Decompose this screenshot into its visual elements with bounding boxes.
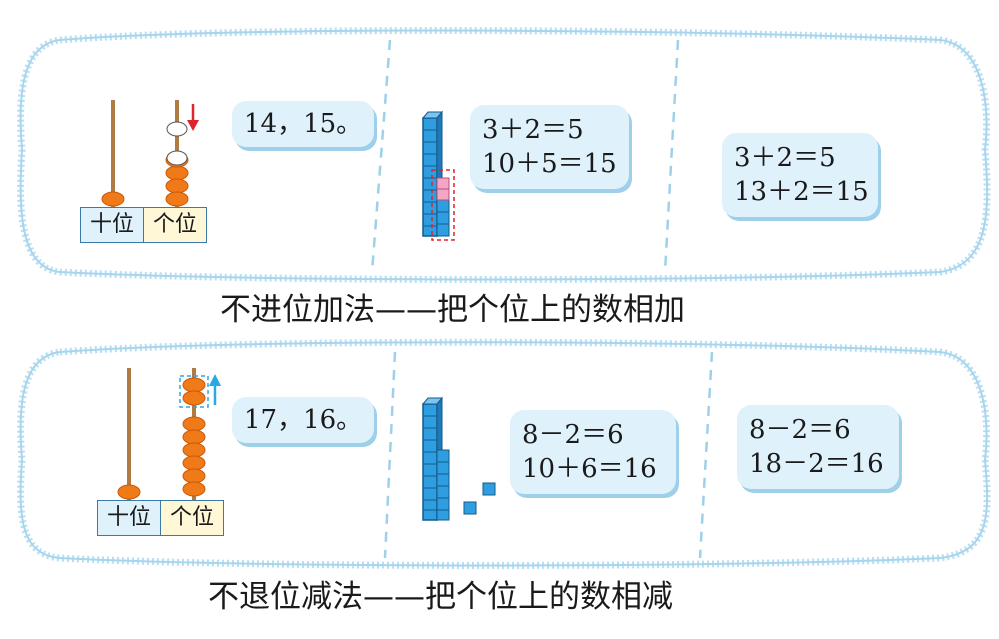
divider-1: [370, 39, 392, 273]
equation: 10＋5＝15: [482, 149, 617, 179]
highlight-dashed: [179, 375, 209, 408]
equation: 8－2＝6: [522, 420, 624, 450]
direct-equations-addition: 3＋2＝5 13＋2＝15: [722, 133, 878, 217]
abacus-addition: [101, 100, 199, 208]
bead: [182, 481, 206, 497]
direct-equations-subtraction: 8－2＝6 18－2＝16: [737, 405, 899, 489]
empty-bead: [166, 121, 188, 137]
bead: [182, 429, 206, 445]
bead: [182, 468, 206, 484]
blocks-subtraction: [421, 396, 496, 522]
bead: [182, 455, 206, 471]
blocks-addition: [421, 110, 455, 241]
unit-cube: [482, 482, 496, 496]
ones-label: 个位: [144, 208, 206, 242]
place-value-label-subtraction: 十位 个位: [97, 500, 224, 536]
blocks-equations-addition: 3＋2＝5 10＋5＝15: [470, 105, 629, 189]
equation: 10＋6＝16: [522, 454, 657, 484]
up-arrow-icon: [209, 374, 221, 405]
divider-3: [383, 351, 397, 559]
bead: [182, 416, 206, 432]
unit-cube: [463, 501, 477, 515]
blocks-equations-subtraction: 8－2＝6 10＋6＝16: [510, 410, 676, 494]
bead: [182, 390, 206, 406]
place-value-label-addition: 十位 个位: [80, 207, 207, 243]
equation: 13＋2＝15: [734, 177, 869, 207]
equation: 18－2＝16: [749, 449, 884, 479]
bead: [165, 191, 189, 207]
divider-2: [663, 39, 680, 273]
ones-label: 个位: [161, 501, 223, 535]
bead: [165, 165, 189, 181]
empty-bead: [166, 150, 188, 166]
tens-label: 十位: [98, 501, 161, 535]
bead: [165, 178, 189, 194]
abacus-subtraction: [117, 368, 221, 500]
bead: [182, 377, 206, 393]
bead: [182, 442, 206, 458]
equation: 8－2＝6: [749, 415, 851, 445]
down-arrow-icon: [187, 104, 199, 131]
caption-addition: 不进位加法——把个位上的数相加: [220, 292, 685, 328]
divider-4: [698, 351, 714, 559]
highlight-dashed: [431, 169, 455, 241]
caption-subtraction: 不退位减法——把个位上的数相减: [208, 579, 673, 615]
bead: [117, 484, 141, 500]
equation: 3＋2＝5: [482, 115, 584, 145]
bead: [101, 191, 125, 207]
tens-label: 十位: [81, 208, 144, 242]
equation: 3＋2＝5: [734, 143, 836, 173]
count-text-addition: 14，15。: [232, 101, 375, 147]
count-text-subtraction: 17，16。: [232, 397, 375, 443]
